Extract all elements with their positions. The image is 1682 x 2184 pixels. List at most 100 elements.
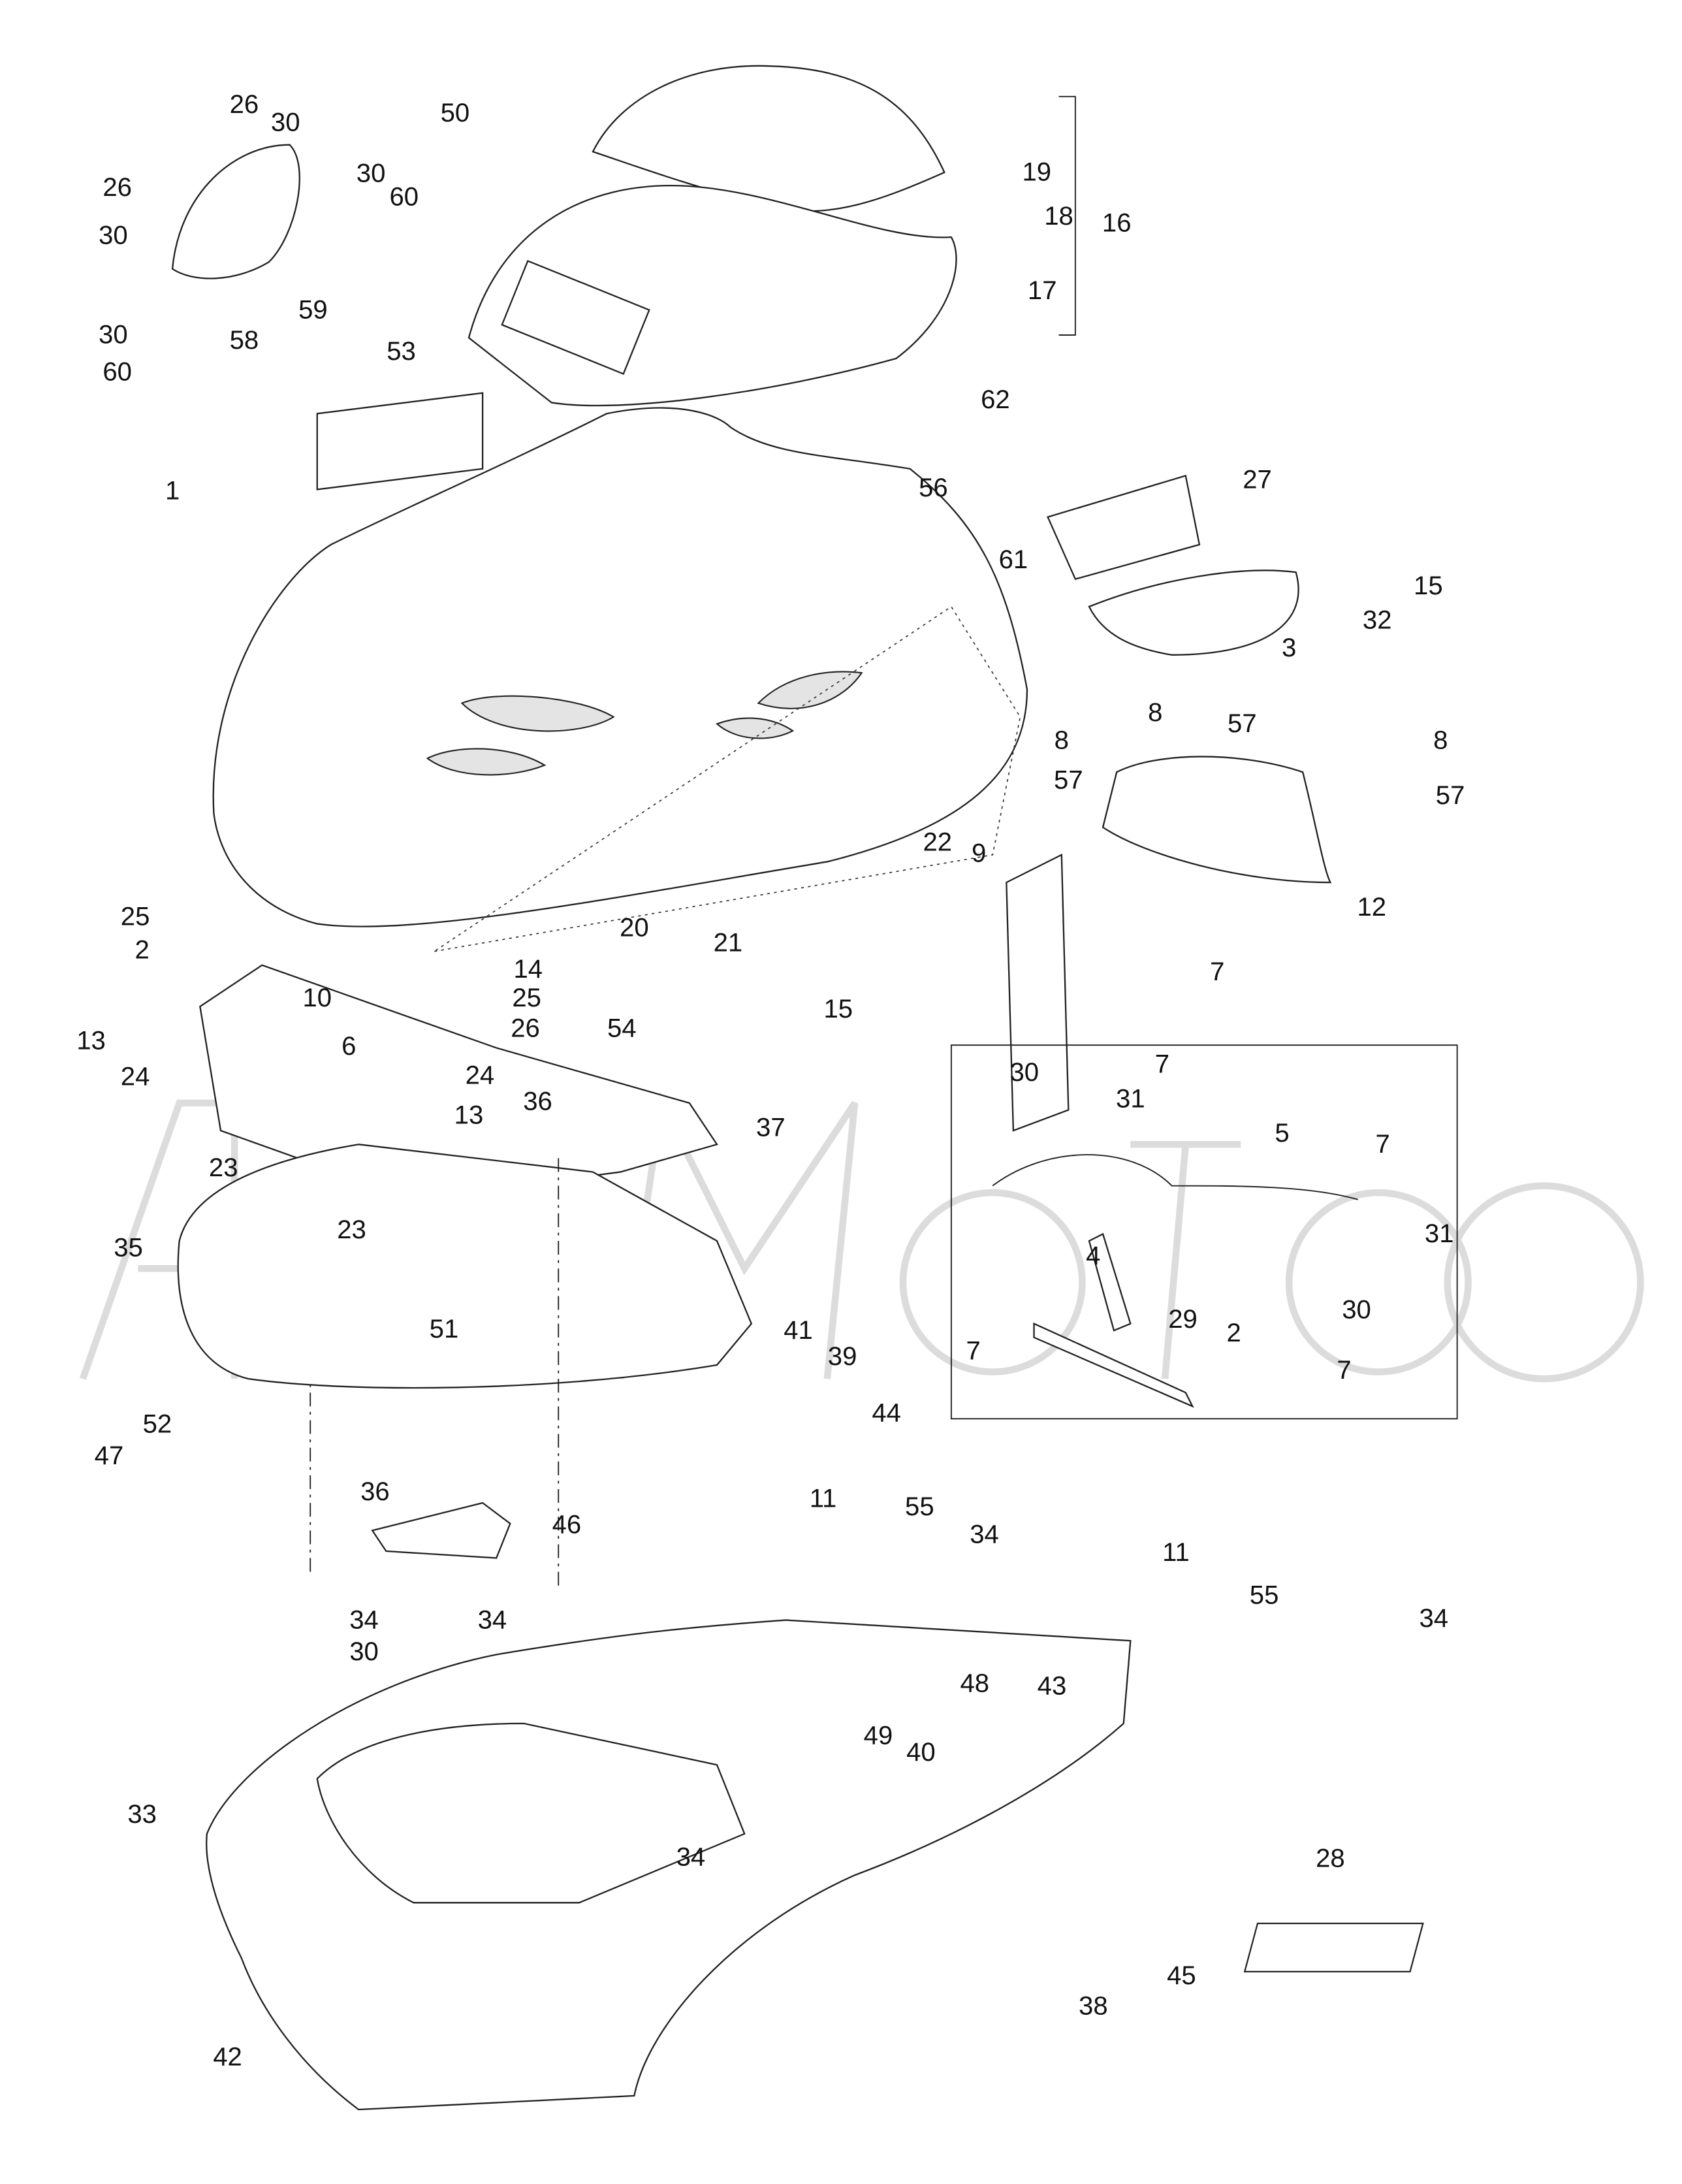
callout-9: 9 <box>972 839 986 867</box>
kit-28 <box>1243 1922 1424 1973</box>
callout-46: 46 <box>552 1511 582 1539</box>
callout-43: 43 <box>1038 1672 1067 1701</box>
callout-48: 48 <box>960 1669 989 1697</box>
callout-16: 16 <box>1102 209 1132 238</box>
support-46 <box>371 1502 511 1559</box>
callout-19: 19 <box>1022 158 1051 187</box>
callout-36: 36 <box>523 1087 552 1116</box>
callout-6: 6 <box>341 1032 356 1061</box>
callout-55: 55 <box>905 1492 934 1521</box>
callout-37: 37 <box>756 1114 785 1142</box>
callout-56: 56 <box>919 474 948 502</box>
callout-30: 30 <box>99 221 128 250</box>
hull-33 <box>206 1619 1132 2111</box>
callout-23: 23 <box>337 1215 366 1244</box>
callout-7: 7 <box>1155 1050 1169 1078</box>
callout-38: 38 <box>1079 1991 1108 2020</box>
callout-labels: 1223456777778889101111121313141515161718… <box>76 90 1465 2071</box>
callout-57: 57 <box>1054 766 1083 795</box>
inset-box <box>950 1044 1458 1420</box>
callout-7: 7 <box>1210 957 1224 986</box>
cable-5 <box>992 1154 1358 1200</box>
bumper-35 <box>177 1144 753 1389</box>
callout-62: 62 <box>981 385 1010 414</box>
callout-12: 12 <box>1357 893 1386 922</box>
callout-15: 15 <box>1414 571 1443 600</box>
callout-15: 15 <box>823 995 853 1023</box>
frame-27 <box>1047 474 1201 581</box>
callout-34: 34 <box>970 1520 999 1549</box>
callout-17: 17 <box>1028 276 1057 305</box>
callout-47: 47 <box>95 1441 124 1470</box>
callout-49: 49 <box>864 1722 893 1750</box>
callout-34: 34 <box>676 1842 706 1871</box>
callout-28: 28 <box>1316 1844 1345 1872</box>
callout-32: 32 <box>1363 606 1392 635</box>
callout-39: 39 <box>828 1342 857 1371</box>
callout-25: 25 <box>121 903 150 931</box>
callout-14: 14 <box>513 955 543 984</box>
callout-57: 57 <box>1228 709 1257 738</box>
callout-31: 31 <box>1116 1084 1145 1113</box>
callout-8: 8 <box>1055 726 1069 754</box>
callout-1: 1 <box>165 476 180 505</box>
deck-1 <box>212 392 1028 952</box>
callout-36: 36 <box>360 1477 390 1506</box>
callout-41: 41 <box>784 1316 813 1345</box>
front-bracket <box>199 964 718 1200</box>
callout-18: 18 <box>1044 202 1073 231</box>
storage-bin-59 <box>171 144 300 280</box>
callout-30: 30 <box>357 159 386 188</box>
callout-44: 44 <box>872 1399 901 1428</box>
callout-4: 4 <box>1086 1242 1100 1270</box>
callout-60: 60 <box>389 183 419 212</box>
callout-30: 30 <box>1009 1058 1039 1087</box>
callout-30: 30 <box>271 108 300 137</box>
callout-34: 34 <box>478 1605 507 1634</box>
callout-13: 13 <box>454 1101 484 1130</box>
callout-33: 33 <box>127 1800 157 1829</box>
callout-30: 30 <box>1342 1295 1371 1324</box>
bracket-9 <box>1006 854 1070 1132</box>
callout-7: 7 <box>1376 1130 1390 1159</box>
callout-23: 23 <box>209 1153 238 1182</box>
callout-34: 34 <box>1419 1604 1448 1633</box>
callout-30: 30 <box>99 321 128 349</box>
callout-26: 26 <box>103 173 132 202</box>
callout-27: 27 <box>1243 465 1272 494</box>
callout-45: 45 <box>1167 1961 1196 1990</box>
callout-54: 54 <box>607 1014 637 1043</box>
callout-55: 55 <box>1250 1581 1279 1609</box>
callout-57: 57 <box>1436 781 1465 810</box>
callout-10: 10 <box>302 984 332 1012</box>
callout-61: 61 <box>999 545 1028 574</box>
callout-26: 26 <box>511 1014 540 1043</box>
callout-35: 35 <box>114 1233 143 1262</box>
callout-20: 20 <box>620 913 649 942</box>
callout-13: 13 <box>76 1027 106 1055</box>
callout-42: 42 <box>213 2042 242 2071</box>
callout-21: 21 <box>714 929 743 957</box>
callout-30: 30 <box>349 1637 379 1666</box>
cover-3 <box>1088 570 1299 656</box>
callout-24: 24 <box>121 1062 150 1091</box>
callout-51: 51 <box>430 1315 459 1343</box>
callout-11: 11 <box>1162 1538 1190 1567</box>
callout-22: 22 <box>923 828 952 857</box>
callout-52: 52 <box>143 1409 172 1438</box>
callout-7: 7 <box>966 1337 981 1366</box>
cover-12 <box>1102 756 1332 884</box>
callout-58: 58 <box>230 326 259 355</box>
callout-8: 8 <box>1148 698 1162 727</box>
callout-29: 29 <box>1168 1305 1198 1334</box>
callout-7: 7 <box>1337 1356 1351 1385</box>
callout-59: 59 <box>298 296 328 325</box>
callout-50: 50 <box>441 99 470 127</box>
seat-17 <box>468 184 957 407</box>
bracket-16 <box>1058 95 1076 336</box>
bracket-2 <box>1033 1232 1194 1408</box>
callout-53: 53 <box>387 337 416 366</box>
callout-11: 11 <box>810 1484 837 1513</box>
callout-24: 24 <box>466 1061 495 1089</box>
